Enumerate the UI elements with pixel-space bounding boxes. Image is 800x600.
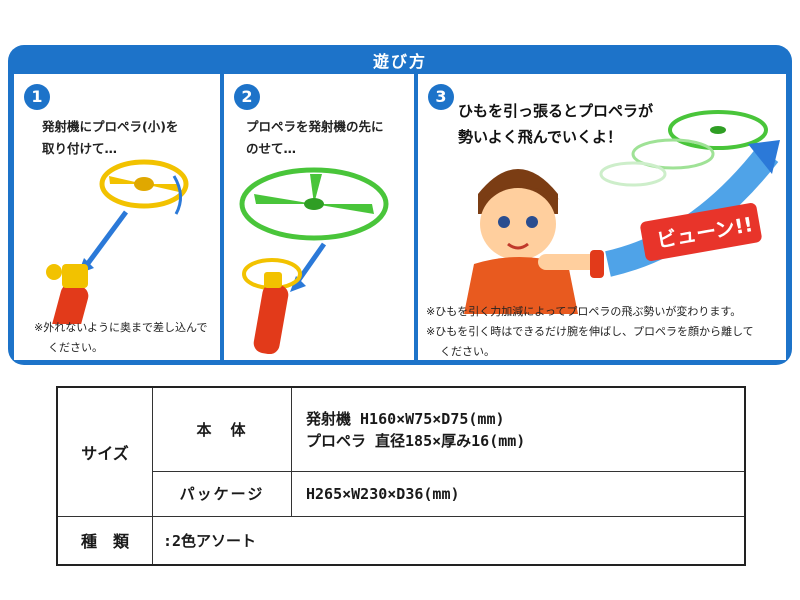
step-1-note: ※外れないように奥まで差し込んで ください。	[34, 318, 207, 358]
size-label: サイズ	[56, 386, 153, 517]
boy-character-icon	[464, 169, 604, 314]
step-3-text: ひもを引っ張るとプロペラが 勢いよく飛んでいくよ！	[458, 98, 653, 150]
package-dimensions: H265×W230×D36(mm)	[291, 471, 746, 517]
step-1-note-line-2: ください。	[48, 341, 103, 354]
propeller-dimensions: プロペラ 直径185×厚み16(mm)	[306, 431, 526, 450]
spec-table: サイズ 本 体 発射機 H160×W75×D75(mm) プロペラ 直径185×…	[56, 386, 746, 566]
flying-propellers-icon	[599, 110, 768, 187]
body-label: 本 体	[152, 386, 292, 473]
how-to-play-title: 遊び方	[372, 52, 427, 71]
table-row: サイズ 本 体 発射機 H160×W75×D75(mm) プロペラ 直径185×…	[56, 386, 746, 517]
step-2-line-1: プロペラを発射機の先に	[246, 119, 384, 134]
shout-badge-icon: ビューン!!	[640, 203, 762, 261]
insert-arrow-icon	[83, 210, 129, 268]
step-3-note-line-1: ※ひもを引く力加減によってプロペラの飛ぶ勢いが変わります。	[426, 305, 742, 318]
step-1-number: 1	[24, 84, 50, 110]
step-1-line-2: 取り付けて…	[42, 141, 118, 156]
boy-launching-propeller-illustration: ビューン!!	[464, 110, 780, 314]
step-2-panel: 2 プロペラを発射機の先に のせて…	[224, 74, 414, 360]
package-label: パッケージ	[152, 471, 292, 517]
step-1-note-line-1: ※外れないように奥まで差し込んで	[34, 321, 208, 334]
step-1-line-1: 発射機にプロペラ(小)を	[42, 119, 179, 134]
green-propeller-icon	[239, 167, 389, 241]
step-3-panel: 3 ひもを引っ張るとプロペラが 勢いよく飛んでいくよ！ ビューン!!	[418, 74, 786, 360]
step-2-number: 2	[234, 84, 260, 110]
step-2-line-2: のせて…	[246, 141, 297, 156]
step-3-notes: ※ひもを引く力加減によってプロペラの飛ぶ勢いが変わります。 ※ひもを引く時はでき…	[426, 302, 754, 360]
step-3-note-line-3: ください。	[440, 345, 495, 358]
red-launcher-icon	[46, 264, 89, 324]
table-row: パッケージ H265×W230×D36(mm)	[57, 471, 746, 517]
launcher-dimensions: 発射機 H160×W75×D75(mm)	[306, 409, 505, 428]
kind-value: :2色アソート	[152, 515, 746, 566]
step-3-note-line-2: ※ひもを引く時はできるだけ腕を伸ばし、プロペラを顔から離して	[426, 325, 754, 338]
kind-label: 種 類	[56, 515, 153, 566]
motion-lines-icon	[172, 175, 182, 215]
body-dimensions: 発射機 H160×W75×D75(mm) プロペラ 直径185×厚み16(mm)	[291, 386, 746, 473]
yellow-propeller-icon	[99, 159, 189, 209]
launcher-with-green-propeller-illustration	[239, 167, 389, 354]
launcher-with-small-propeller-illustration	[46, 159, 189, 324]
table-row: 種 類 :2色アソート	[56, 515, 746, 566]
red-launcher-with-small-propeller-icon	[242, 258, 302, 354]
step-3-line-2: 勢いよく飛んでいくよ！	[458, 128, 622, 146]
step-3-number: 3	[428, 84, 454, 110]
step-3-line-1: ひもを引っ張るとプロペラが	[458, 102, 654, 120]
step-2-text: プロペラを発射機の先に のせて…	[246, 116, 384, 160]
step-1-panel: 1 発射機にプロペラ(小)を 取り付けて… ※外れないように奥まで差し込んで く…	[14, 74, 220, 360]
step-1-text: 発射機にプロペラ(小)を 取り付けて…	[42, 116, 178, 160]
